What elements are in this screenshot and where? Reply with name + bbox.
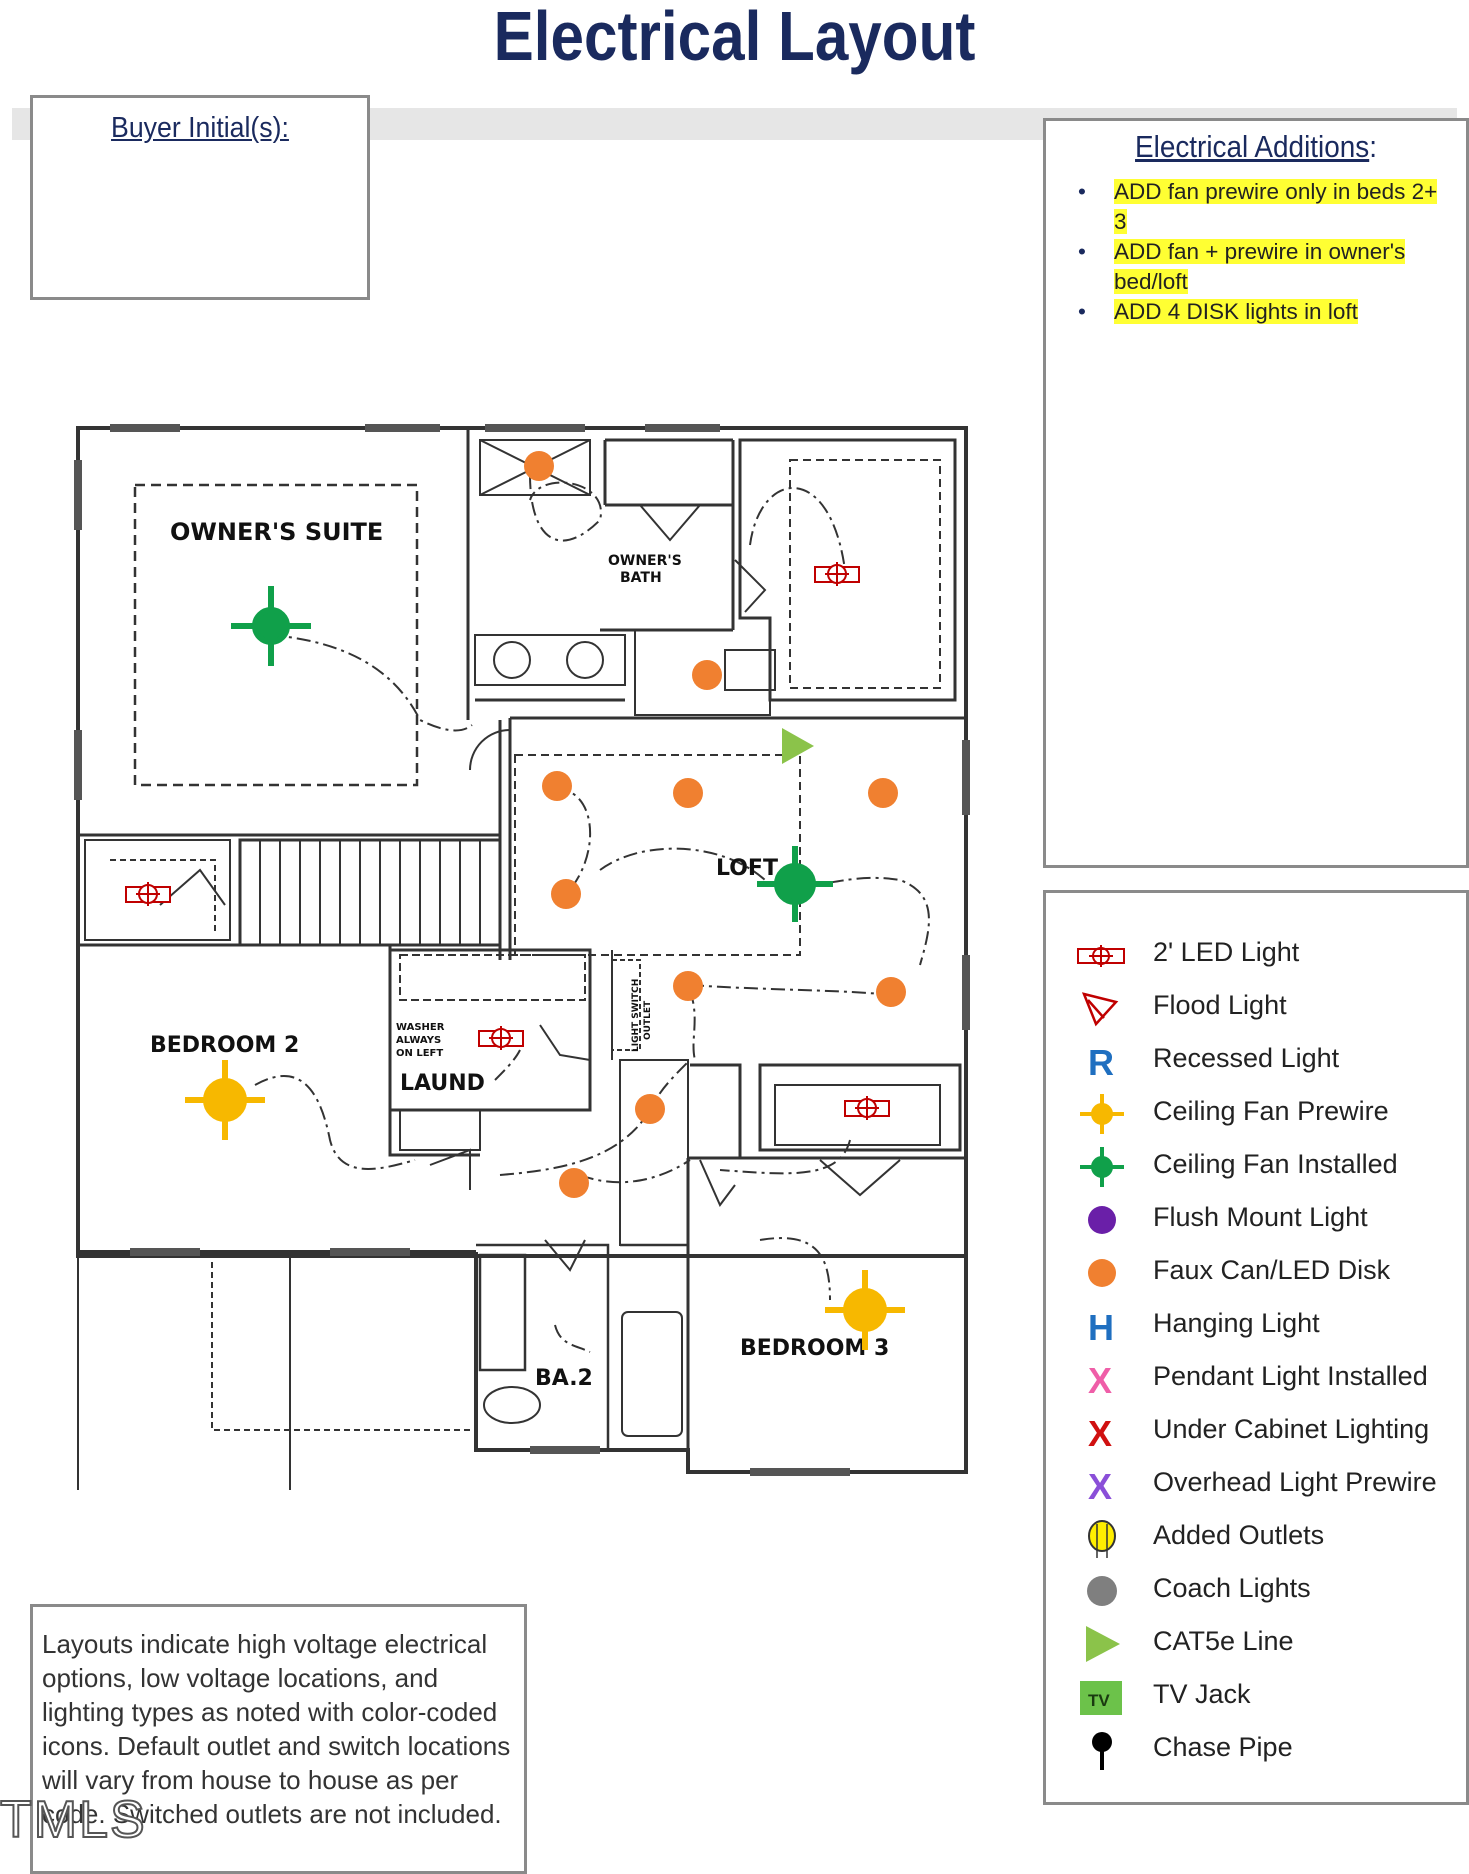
buyer-initials-label: Buyer Initial(s): (111, 112, 289, 144)
legend-item: CAT5e Line (1046, 1618, 1466, 1671)
led-2ft-light-marker (814, 562, 860, 586)
led-disk-marker (673, 971, 703, 1001)
flood-light-icon (1081, 992, 1119, 1027)
legend-item: 2' LED Light (1046, 929, 1466, 982)
room-owners-suite: OWNER'S SUITE (170, 518, 383, 546)
layout-note-box: Layouts indicate high voltage electrical… (30, 1604, 527, 1874)
svg-text:X: X (1088, 1466, 1112, 1505)
under-cabinet-icon: X (1088, 1413, 1112, 1452)
legend-item: Coach Lights (1046, 1565, 1466, 1618)
led-disk-marker (524, 451, 554, 481)
room-laundry: LAUND (400, 1071, 485, 1096)
washer-note-line1: WASHER (396, 1022, 445, 1033)
layout-note-text: Layouts indicate high voltage electrical… (42, 1629, 511, 1829)
hanging-light-icon: H (1088, 1307, 1114, 1346)
led-disk-marker (542, 771, 572, 801)
svg-text:TV: TV (1088, 1691, 1110, 1710)
legend-item: X Overhead Light Prewire (1046, 1459, 1466, 1512)
legend-item: Flush Mount Light (1046, 1194, 1466, 1247)
ceiling-fan-prewire-icon (1080, 1094, 1124, 1134)
ceiling-fan-prewire-marker (185, 1060, 265, 1140)
added-outlet-icon (1088, 1520, 1116, 1558)
legend-box: 2' LED Light Flood Light R Recessed Ligh… (1043, 890, 1469, 1805)
room-owners-bath-line1: OWNER'S (608, 553, 682, 569)
recessed-light-icon: R (1088, 1042, 1114, 1081)
led-disk-marker (876, 977, 906, 1007)
led-2ft-light-marker (125, 882, 171, 906)
chase-pipe-icon (1092, 1732, 1112, 1770)
led-2ft-light-marker (844, 1096, 890, 1120)
coach-light-icon (1087, 1576, 1117, 1606)
led-disk-marker (635, 1094, 665, 1124)
addition-item: •ADD fan prewire only in beds 2+ 3 (1078, 179, 1438, 234)
led-disk-marker (692, 660, 722, 690)
ceiling-fan-installed-marker (231, 586, 311, 666)
washer-note-line2: ALWAYS (396, 1035, 441, 1046)
ceiling-fan-installed-icon (1080, 1147, 1124, 1187)
room-owners-bath-line2: BATH (620, 570, 662, 586)
faux-can-led-disk-icon (1088, 1259, 1116, 1287)
legend-item: Ceiling Fan Prewire (1046, 1088, 1466, 1141)
cat5e-line-marker (782, 728, 814, 764)
page-title: Electrical Layout (493, 0, 976, 75)
led-disk-marker (551, 879, 581, 909)
legend-item: Ceiling Fan Installed (1046, 1141, 1466, 1194)
electrical-additions-list: •ADD fan prewire only in beds 2+ 3 •ADD … (1074, 177, 1454, 327)
overhead-prewire-icon: X (1088, 1466, 1112, 1505)
legend-item: Chase Pipe (1046, 1724, 1466, 1777)
addition-item: •ADD fan + prewire in owner's bed/loft (1078, 239, 1406, 294)
svg-text:H: H (1088, 1307, 1114, 1346)
svg-text:R: R (1088, 1042, 1114, 1081)
svg-text:X: X (1088, 1360, 1112, 1399)
led-2ft-light-marker (478, 1026, 524, 1050)
switch-note-line2: OUTLET (643, 1000, 653, 1040)
legend-item: X Pendant Light Installed (1046, 1353, 1466, 1406)
legend-item: R Recessed Light (1046, 1035, 1466, 1088)
room-bath-2: BA.2 (535, 1366, 593, 1391)
tv-jack-icon: TV (1080, 1681, 1122, 1715)
ceiling-fan-installed-marker (757, 846, 833, 922)
legend-item: Flood Light (1046, 982, 1466, 1035)
svg-text:X: X (1088, 1413, 1112, 1452)
buyer-initials-box: Buyer Initial(s): (30, 95, 370, 300)
led-disk-marker (673, 778, 703, 808)
led-disk-marker (868, 778, 898, 808)
led-2ft-icon (1077, 945, 1125, 967)
legend-item: X Under Cabinet Lighting (1046, 1406, 1466, 1459)
flush-mount-light-icon (1088, 1206, 1116, 1234)
pendant-light-icon: X (1088, 1360, 1112, 1399)
watermark: TMLS (0, 1790, 147, 1850)
room-loft: LOFT (716, 856, 778, 881)
cat5e-line-icon (1086, 1626, 1120, 1662)
legend-item: TV TV Jack (1046, 1671, 1466, 1724)
electrical-additions-box: Electrical Additions: •ADD fan prewire o… (1043, 118, 1469, 868)
washer-note-line3: ON LEFT (396, 1048, 443, 1059)
ceiling-fan-prewire-marker (825, 1270, 905, 1350)
legend-item: Faux Can/LED Disk (1046, 1247, 1466, 1300)
legend-item: Added Outlets (1046, 1512, 1466, 1565)
switch-note-line1: LIGHT SWITCH (631, 979, 641, 1052)
addition-item: •ADD 4 DISK lights in loft (1078, 299, 1358, 324)
electrical-additions-heading: Electrical Additions: (1135, 129, 1377, 164)
room-bedroom-2: BEDROOM 2 (150, 1033, 299, 1058)
led-disk-marker (559, 1168, 589, 1198)
legend-item: H Hanging Light (1046, 1300, 1466, 1353)
